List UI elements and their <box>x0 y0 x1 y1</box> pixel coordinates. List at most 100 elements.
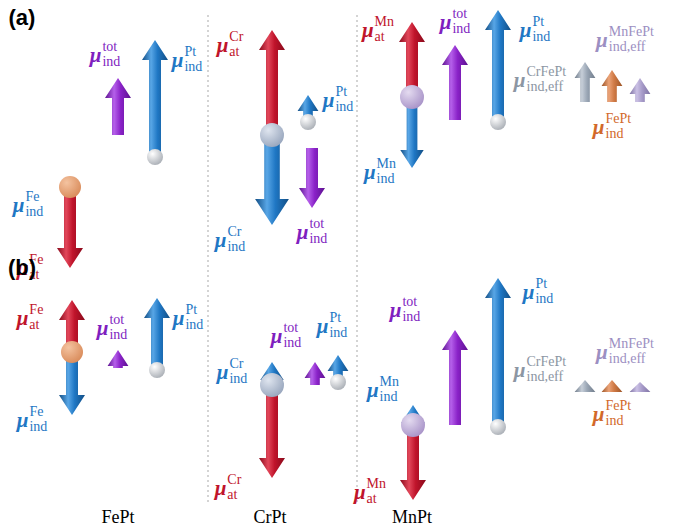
moment-arrow <box>630 78 651 102</box>
moment-letter: μ <box>523 282 535 303</box>
script-stack: Ptind <box>184 45 202 74</box>
subscript: ind <box>229 372 247 387</box>
subscript: ind,eff <box>527 370 567 385</box>
moment-letter: μ <box>354 482 366 503</box>
superscript: Pt <box>335 85 353 100</box>
moment-letter: μ <box>317 316 329 337</box>
moment-arrow <box>442 330 468 425</box>
moment-symbol: μPtind <box>172 45 203 74</box>
moment-symbol: μMnFePtind,eff <box>596 337 654 366</box>
superscript: Fe <box>25 190 43 205</box>
subscript: ind <box>606 414 632 429</box>
script-stack: FePtind <box>606 112 632 141</box>
superscript: Fe <box>29 405 47 420</box>
subscript: ind <box>109 328 127 343</box>
subscript: at <box>375 30 394 45</box>
script-stack: Mnind <box>377 157 396 186</box>
moment-arrow <box>630 382 651 392</box>
separator-line <box>207 15 208 505</box>
compound-label: CrPt <box>253 507 286 528</box>
moment-symbol: μPtind <box>520 15 551 44</box>
subscript: ind <box>25 205 43 220</box>
subscript: ind,eff <box>609 40 654 55</box>
script-stack: totind <box>283 321 301 350</box>
atom-sphere <box>260 123 284 147</box>
moment-symbol: μtotind <box>440 7 471 36</box>
moment-letter: μ <box>297 222 309 243</box>
script-stack: Ptind <box>335 85 353 114</box>
separator-line <box>356 15 357 505</box>
subscript: ind <box>283 336 301 351</box>
moment-symbol: μtotind <box>90 40 121 69</box>
subscript: at <box>367 492 386 507</box>
moment-symbol: μFeind <box>17 405 48 434</box>
superscript: FePt <box>606 112 632 127</box>
atom-sphere <box>330 374 346 390</box>
moment-letter: μ <box>90 45 102 66</box>
moment-arrow <box>144 298 170 368</box>
moment-symbol: μCrat <box>217 30 244 59</box>
subscript: ind <box>329 326 347 341</box>
moment-letter: μ <box>593 117 605 138</box>
script-stack: Feind <box>25 190 43 219</box>
moment-symbol: μCrat <box>215 473 242 502</box>
moment-symbol: μtotind <box>271 321 302 350</box>
superscript: Cr <box>227 225 245 240</box>
script-stack: totind <box>109 313 127 342</box>
atom-sphere <box>59 176 81 198</box>
moment-letter: μ <box>97 318 109 339</box>
script-stack: Ptind <box>329 311 347 340</box>
superscript: tot <box>109 313 127 328</box>
moment-letter: μ <box>172 50 184 71</box>
compound-label: FePt <box>101 507 134 528</box>
subscript: ind <box>335 100 353 115</box>
superscript: Fe <box>29 303 43 318</box>
subscript: ind <box>29 420 47 435</box>
moment-symbol: μtotind <box>390 295 421 324</box>
moment-arrow <box>299 148 325 208</box>
moment-letter: μ <box>390 300 402 321</box>
moment-symbol: μPtind <box>523 277 554 306</box>
moment-symbol: μFePtind <box>593 399 631 428</box>
panel-label: (b) <box>8 255 36 281</box>
moment-letter: μ <box>596 342 608 363</box>
superscript: Pt <box>329 311 347 326</box>
script-stack: Crind <box>229 357 247 386</box>
script-stack: totind <box>402 295 420 324</box>
atom-sphere <box>490 114 506 130</box>
atom-sphere <box>260 373 284 397</box>
moment-letter: μ <box>217 35 229 56</box>
subscript: ind <box>452 22 470 37</box>
moment-letter: μ <box>364 162 376 183</box>
moment-arrow <box>259 30 285 135</box>
moment-symbol: μCrind <box>215 225 246 254</box>
script-stack: Feat <box>29 303 43 332</box>
moment-symbol: μFeat <box>17 303 44 332</box>
panel-label: (a) <box>9 5 36 31</box>
subscript: ind <box>185 318 203 333</box>
moment-arrow <box>602 70 623 102</box>
moment-symbol: μPtind <box>323 85 354 114</box>
moment-arrow <box>485 10 511 120</box>
subscript: ind <box>532 30 550 45</box>
moment-arrow <box>485 278 511 425</box>
moment-letter: μ <box>367 380 379 401</box>
script-stack: MnFePtind,eff <box>609 25 654 54</box>
subscript: ind,eff <box>527 80 567 95</box>
script-stack: FePtind <box>606 399 632 428</box>
subscript: ind <box>377 172 396 187</box>
superscript: Cr <box>227 473 241 488</box>
moment-arrow <box>575 380 596 392</box>
superscript: Mn <box>377 157 396 172</box>
script-stack: Crat <box>227 473 241 502</box>
moment-letter: μ <box>440 12 452 33</box>
subscript: ind,eff <box>609 352 654 367</box>
moment-arrow <box>255 135 289 225</box>
superscript: tot <box>102 40 120 55</box>
script-stack: Ptind <box>185 303 203 332</box>
moment-arrow <box>305 362 326 385</box>
superscript: Pt <box>532 15 550 30</box>
moment-arrow <box>442 45 468 120</box>
moment-symbol: μFePtind <box>593 112 631 141</box>
superscript: Pt <box>184 45 202 60</box>
